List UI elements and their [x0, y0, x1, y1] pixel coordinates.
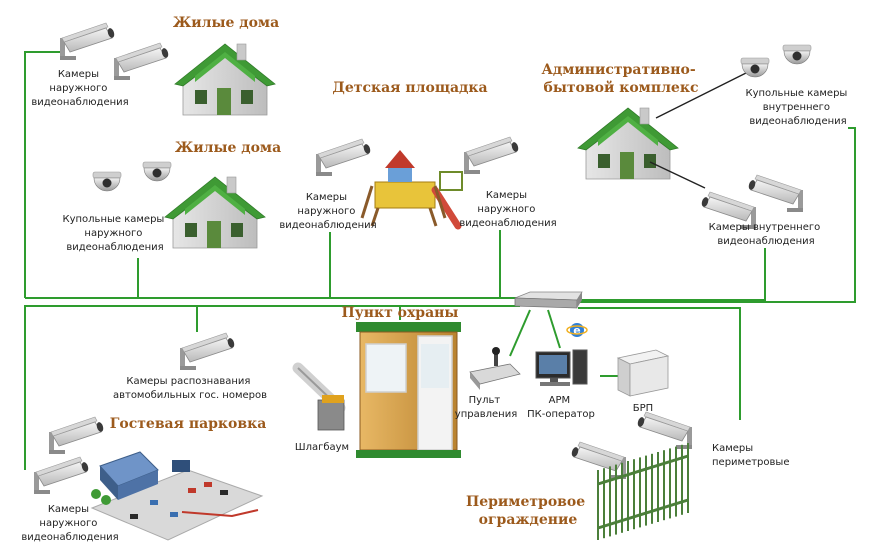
zone-title: Административно- бытовой комплекс [541, 62, 700, 96]
wire-left-trunk [24, 51, 60, 298]
zone-residential-mid: Жилые дома Купольные камеры наружного ви… [62, 140, 281, 253]
outdoor-camera-icon [33, 456, 90, 495]
perimeter-camera-icon [636, 411, 693, 450]
guard-booth-icon [356, 322, 461, 458]
camera-label: Камеры наружного видеонаблюдения [31, 69, 128, 108]
camera-label: Камеры наружного видеонаблюдения [279, 192, 376, 231]
camera-label: Камеры распознавания автомобильных гос. … [113, 376, 267, 401]
zone-title: Периметровое ограждение [466, 494, 590, 528]
playground-icon [360, 150, 463, 230]
wire-to-workstation [547, 309, 561, 349]
wire-perimeter [578, 307, 741, 420]
wire-lower-trunk [24, 305, 520, 470]
zone-guard-post: Пункт охраны Шлагбаум [292, 305, 461, 458]
indoor-camera-icon [747, 174, 804, 213]
zone-admin-complex: Административно- бытовой комплекс Куполь… [541, 44, 850, 247]
internet-explorer-icon: e [566, 323, 588, 337]
camera-label: Камеры наружного видеонаблюдения [21, 504, 118, 543]
power-supply-icon [616, 349, 670, 397]
dome-camera-icon [142, 161, 172, 182]
zone-plate-recognition: Камеры распознавания автомобильных гос. … [113, 332, 267, 401]
outdoor-camera-icon [463, 136, 520, 175]
camera-label: Купольные камеры внутреннего видеонаблюд… [745, 88, 850, 127]
psu-label: БРП [633, 403, 653, 414]
svg-text:e: e [573, 324, 580, 337]
house-icon [174, 43, 276, 116]
dome-camera-icon [782, 44, 812, 65]
zone-residential-top: Жилые дома Камеры наружного видеонаблюде… [31, 15, 279, 116]
house-icon [164, 176, 266, 249]
zone-title: Пункт охраны [342, 305, 459, 321]
console-label: Пульт управления [455, 395, 517, 420]
plate-camera-icon [179, 332, 236, 371]
fence-rail [597, 498, 689, 530]
parking-lot-icon [90, 451, 264, 541]
outdoor-camera-icon [315, 138, 372, 177]
camera-label: Камеры периметровые [712, 443, 789, 468]
zone-title: Жилые дома [173, 15, 279, 31]
wire-to-console [509, 309, 531, 357]
zone-title: Гостевая парковка [110, 416, 267, 432]
operator-pc-icon [535, 349, 588, 386]
perimeter-fence-icon [597, 443, 689, 540]
zone-playground: Детская площадка Камеры наружного видеон… [279, 80, 556, 231]
camera-label: Камеры внутреннего видеонаблюдения [709, 222, 824, 247]
camera-label: Камеры наружного видеонаблюдения [459, 190, 556, 229]
zone-title: Детская площадка [332, 80, 487, 96]
wire-admin-right [578, 127, 856, 303]
cable-network [24, 51, 856, 470]
fence-rail [597, 454, 689, 486]
camera-label: Купольные камеры наружного видеонаблюден… [62, 214, 167, 253]
dome-camera-icon [92, 171, 122, 192]
zone-guest-parking: Гостевая парковка Камеры наружного видео… [21, 416, 266, 543]
control-console-icon [469, 347, 521, 390]
outdoor-camera-icon [113, 42, 170, 81]
dvr-recorder-icon [514, 291, 583, 309]
wire-indoor-cams [578, 248, 766, 301]
outdoor-camera-icon [59, 22, 116, 61]
outdoor-camera-icon [48, 416, 105, 455]
barrier-gate-icon [292, 362, 346, 431]
barrier-label: Шлагбаум [295, 442, 349, 453]
zone-title: Жилые дома [175, 140, 281, 156]
zone-perimeter: Камеры периметровые Периметровое огражде… [466, 411, 789, 540]
workstation-label: АРМ ПК-оператор [527, 395, 595, 420]
